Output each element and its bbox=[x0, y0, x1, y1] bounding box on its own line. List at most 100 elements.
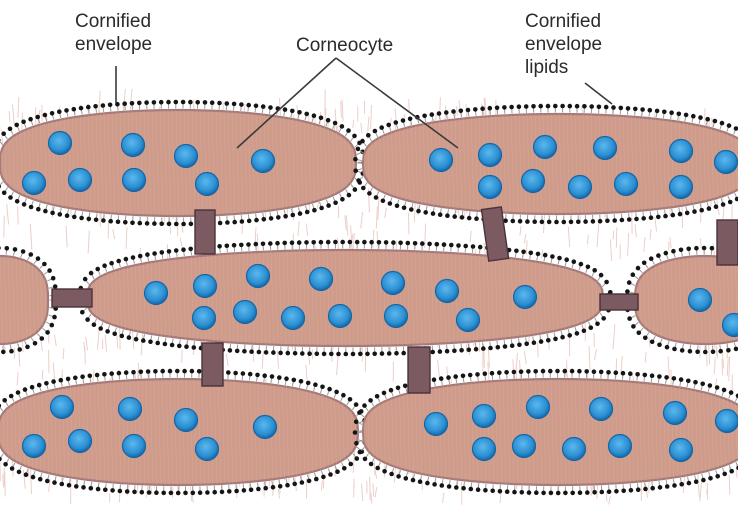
lipid-dot bbox=[700, 382, 705, 387]
lipid-dot bbox=[42, 262, 47, 267]
lipid-dot bbox=[520, 490, 525, 495]
lipid-dot bbox=[460, 215, 465, 220]
keratin-granule bbox=[194, 275, 217, 298]
lipid-dot bbox=[546, 338, 551, 343]
lipid-dot bbox=[510, 343, 515, 348]
lipid-dot bbox=[110, 488, 115, 493]
lipid-dot bbox=[154, 490, 159, 495]
lipid-dot bbox=[488, 106, 493, 111]
lipid-dot bbox=[130, 221, 135, 226]
lipid-dot bbox=[366, 133, 371, 138]
lipid-dot bbox=[471, 244, 476, 249]
lipid-dot bbox=[452, 349, 457, 354]
lipid-dot bbox=[342, 466, 347, 471]
lipid-dot bbox=[556, 491, 561, 496]
lipid-dot bbox=[286, 351, 291, 356]
lipid-dot bbox=[532, 340, 537, 345]
lipid-dot bbox=[174, 222, 179, 227]
lipid-dot bbox=[363, 457, 368, 462]
lipid-dot bbox=[33, 341, 38, 346]
lipid-dot bbox=[147, 490, 152, 495]
lipid-dot bbox=[620, 218, 625, 223]
lipid-dot bbox=[271, 485, 276, 490]
keratin-granule bbox=[23, 172, 46, 195]
lipid-dot bbox=[474, 216, 479, 221]
lipid-dot bbox=[374, 195, 379, 200]
lipid-dot bbox=[452, 214, 457, 219]
lipid-dot bbox=[524, 342, 529, 347]
lipid-dot bbox=[564, 257, 569, 262]
lipid-dot bbox=[532, 219, 537, 224]
lipid-dot bbox=[278, 351, 283, 356]
lipid-dot bbox=[495, 106, 500, 111]
lipid-dot bbox=[720, 121, 725, 126]
lipid-dot bbox=[0, 246, 1, 251]
lipid-dot bbox=[627, 217, 632, 222]
corneocyte bbox=[0, 369, 368, 496]
lipid-dot bbox=[636, 487, 641, 492]
lipid-dot bbox=[181, 222, 186, 227]
lipid-dot bbox=[425, 481, 430, 486]
lipid-dot bbox=[584, 369, 589, 374]
keratin-granule bbox=[670, 140, 693, 163]
lipid-dot bbox=[589, 104, 594, 109]
lipid-dot bbox=[721, 202, 726, 207]
lipid-dot bbox=[438, 349, 443, 354]
lipid-dot bbox=[634, 217, 639, 222]
lipid-dot bbox=[664, 251, 669, 256]
lipid-dot bbox=[108, 219, 113, 224]
lipid-dot bbox=[650, 373, 655, 378]
lipid-dot bbox=[649, 256, 654, 261]
lipid-dot bbox=[592, 369, 597, 374]
lipid-dot bbox=[466, 108, 471, 113]
lipid-dot bbox=[505, 489, 510, 494]
lipid-dot bbox=[463, 244, 468, 249]
lipid-dot bbox=[533, 369, 538, 374]
lipid-dot bbox=[568, 104, 573, 109]
lipid-dot bbox=[541, 369, 546, 374]
lipid-dot bbox=[396, 474, 401, 479]
lipid-dot bbox=[79, 106, 84, 111]
lipid-dot bbox=[686, 247, 691, 252]
lipid-dot bbox=[304, 240, 309, 245]
lipid-dot bbox=[534, 490, 539, 495]
lipid-dot bbox=[242, 488, 247, 493]
lipid-dot bbox=[292, 482, 297, 487]
lipid-dot bbox=[377, 240, 382, 245]
lipid-dot bbox=[298, 211, 303, 216]
lipid-dot bbox=[692, 209, 697, 214]
lipid-dot bbox=[346, 128, 351, 133]
lipid-dot bbox=[694, 479, 699, 484]
lipid-dot bbox=[189, 222, 194, 227]
lipid-dot bbox=[575, 331, 580, 336]
lipid-dot bbox=[379, 125, 384, 130]
keratin-granule bbox=[513, 435, 536, 458]
lipid-dot bbox=[98, 326, 103, 331]
keratin-granule bbox=[310, 268, 333, 291]
lipid-dot bbox=[326, 203, 331, 208]
lipid-dot bbox=[1, 350, 6, 355]
lipid-dot bbox=[30, 385, 35, 390]
lipid-dot bbox=[611, 105, 616, 110]
lipid-dot bbox=[45, 479, 50, 484]
lipid-dot bbox=[190, 369, 195, 374]
lipid-dot bbox=[643, 336, 648, 341]
corneocyte bbox=[353, 104, 738, 225]
lipid-dot bbox=[261, 104, 266, 109]
lipid-dot bbox=[8, 195, 13, 200]
lipid-dot bbox=[304, 112, 309, 117]
keratin-granule bbox=[473, 438, 496, 461]
lipid-dot bbox=[73, 376, 78, 381]
lipid-dot bbox=[329, 352, 334, 357]
keratin-granule bbox=[196, 438, 219, 461]
lipid-dot bbox=[327, 387, 332, 392]
lipid-dot bbox=[103, 488, 108, 493]
lipid-dot bbox=[264, 350, 269, 355]
lipid-dot bbox=[695, 350, 700, 355]
lipid-dot bbox=[291, 213, 296, 218]
lipid-dot bbox=[729, 469, 734, 474]
lipid-dot bbox=[619, 106, 624, 111]
lipid-dot bbox=[269, 216, 274, 221]
lipid-dot bbox=[473, 107, 478, 112]
keratin-granule bbox=[385, 305, 408, 328]
